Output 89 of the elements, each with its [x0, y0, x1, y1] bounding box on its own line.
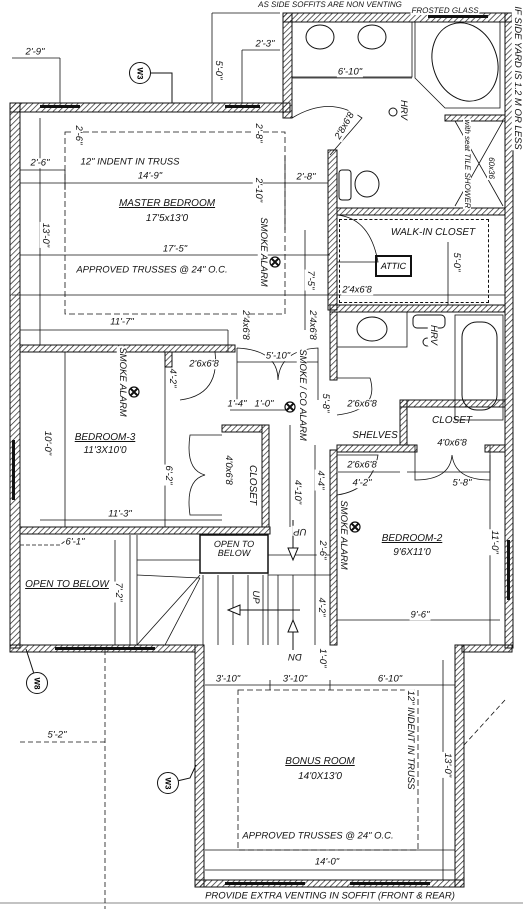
dimension-label: 2'-8" — [296, 172, 316, 182]
dimension-label: 6'-2" — [163, 464, 173, 486]
dimension-label: 13'-0" — [442, 752, 452, 778]
dimension-label: 11'-0" — [489, 529, 499, 555]
stair-direction-label: UP — [292, 526, 308, 536]
room-name: OPEN TO BELOW — [212, 540, 256, 558]
dimension-label: 1'-0" — [317, 648, 327, 668]
dimension-label: 10'-0" — [42, 430, 52, 456]
dimension-label: 5'-0" — [213, 60, 223, 80]
room-name: MASTER BEDROOM — [118, 199, 216, 209]
door-size-label: 2'6x6'8 — [346, 460, 378, 470]
door-size-label: 2'6x6'8 — [188, 359, 220, 369]
alarm-label: SMOKE ALARM — [338, 499, 348, 571]
room-size: 11'3X10'0 — [82, 446, 128, 456]
room-name: SHELVES — [351, 431, 399, 441]
note-text: APPROVED TRUSSES @ 24" O.C. — [75, 265, 229, 275]
note-text: FROSTED GLASS — [410, 7, 480, 15]
dimension-label: 2'-10" — [253, 176, 263, 204]
dimension-label: 14'-0" — [314, 857, 340, 867]
dimension-label: 4'-2" — [316, 596, 326, 618]
room-name: CLOSET — [431, 416, 473, 426]
alarm-label: SMOKE / CO ALARM — [297, 348, 307, 442]
door-size-label: 2'4x6'8 — [341, 285, 373, 295]
dimension-label: 11'-7" — [109, 317, 135, 327]
room-name: with seat TILE SHOWER — [463, 118, 471, 210]
dimension-label: 5'-8" — [320, 392, 330, 414]
dimension-label: 7'-2" — [113, 582, 123, 602]
dimension-label: 4'-4" — [315, 470, 325, 490]
dimension-label: 2'-6" — [317, 540, 327, 560]
alarm-label: SMOKE ALARM — [258, 216, 268, 288]
note-text: 12" INDENT IN TRUSS — [80, 157, 180, 167]
dimension-label: 5'-10" — [264, 351, 292, 361]
leader-line — [150, 72, 172, 104]
note-text: PROVIDE EXTRA VENTING IN SOFFIT (FRONT & REAR) — [204, 891, 456, 901]
dimension-label: 1'-4" — [226, 399, 248, 409]
room-name: BEDROOM-2 — [380, 534, 444, 544]
room-name: BEDROOM-3 — [74, 433, 136, 443]
dimension-label: 5'-8" — [452, 478, 472, 488]
room-size: 9'6X11'0 — [392, 548, 432, 558]
dimension-label: 7'-5" — [305, 270, 315, 290]
dimension-label: 3'-10" — [282, 674, 308, 684]
stair-direction-label: UP — [250, 589, 260, 605]
wall-type-callout: W3 — [157, 772, 179, 794]
room-name: BONUS ROOM — [284, 757, 356, 767]
door-size-label: 4'0x6'8 — [436, 438, 468, 448]
door-size-label: 2'6x6'8 — [346, 399, 378, 409]
dimension-label: 4'-2" — [167, 368, 177, 388]
wall-type-callout: W8 — [26, 672, 48, 694]
dimension-label: 4'-2" — [352, 478, 372, 488]
leader-line — [178, 764, 196, 782]
dimension-label: 11'-3" — [107, 509, 133, 519]
dimension-label: 2'-6" — [30, 158, 50, 168]
room-name: WALK-IN CLOSET — [390, 228, 476, 238]
dimension-label: 2'-3" — [254, 39, 276, 49]
note-text: IF SIDE YARD IS 1.2 M OR LESS — [512, 5, 522, 151]
note-text: 12" INDENT IN TRUSS — [405, 690, 415, 790]
room-size: 17'5x13'0 — [144, 214, 190, 224]
dimension-label: 6'-10" — [376, 674, 404, 684]
attic-hatch-box: ATTIC — [375, 255, 412, 277]
door-size-label: 4'0x6'8 — [223, 454, 233, 486]
note-text: AS SIDE SOFFITS ARE NON VENTING — [257, 1, 403, 9]
wall-type-callout: W3 — [129, 62, 151, 84]
dimension-label: 5'-2" — [46, 730, 68, 740]
dimension-label: 2'-8" — [253, 122, 263, 144]
alarm-label: SMOKE ALARM — [117, 346, 127, 418]
leader-line — [26, 648, 34, 673]
dimension-label: 13'-0" — [40, 222, 50, 248]
dimension-label: 17'-5" — [162, 244, 188, 254]
room-size: 14'0X13'0 — [297, 772, 343, 782]
room-name: OPEN TO BELOW — [24, 580, 110, 590]
room-size: 60x36 — [487, 156, 495, 180]
dimension-label: 2'-9" — [24, 47, 46, 57]
dimension-label: 6'-1" — [64, 537, 86, 547]
dimension-label: 6'-10" — [336, 67, 364, 77]
dimension-label: 5'-0" — [451, 252, 461, 272]
door-size-label: 2'4x6'8 — [240, 309, 250, 341]
dimension-label: 1'-0" — [254, 399, 274, 409]
dimension-label: 4'-10" — [292, 478, 302, 506]
vent-label: HRV — [398, 99, 408, 121]
vent-label: HRV — [428, 324, 438, 346]
dimension-label: 14'-9" — [136, 171, 164, 181]
door-size-label: 2'4x6'8 — [307, 309, 317, 341]
room-name: CLOSET — [247, 464, 257, 506]
dimension-label: 9'-6" — [410, 610, 430, 620]
closet-outline — [339, 219, 489, 303]
stair-direction-label: DN — [287, 651, 303, 661]
dimension-label: 2'-6" — [73, 124, 83, 146]
dimension-label: 3'-10" — [214, 674, 242, 684]
note-text: APPROVED TRUSSES @ 24" O.C. — [241, 831, 395, 841]
